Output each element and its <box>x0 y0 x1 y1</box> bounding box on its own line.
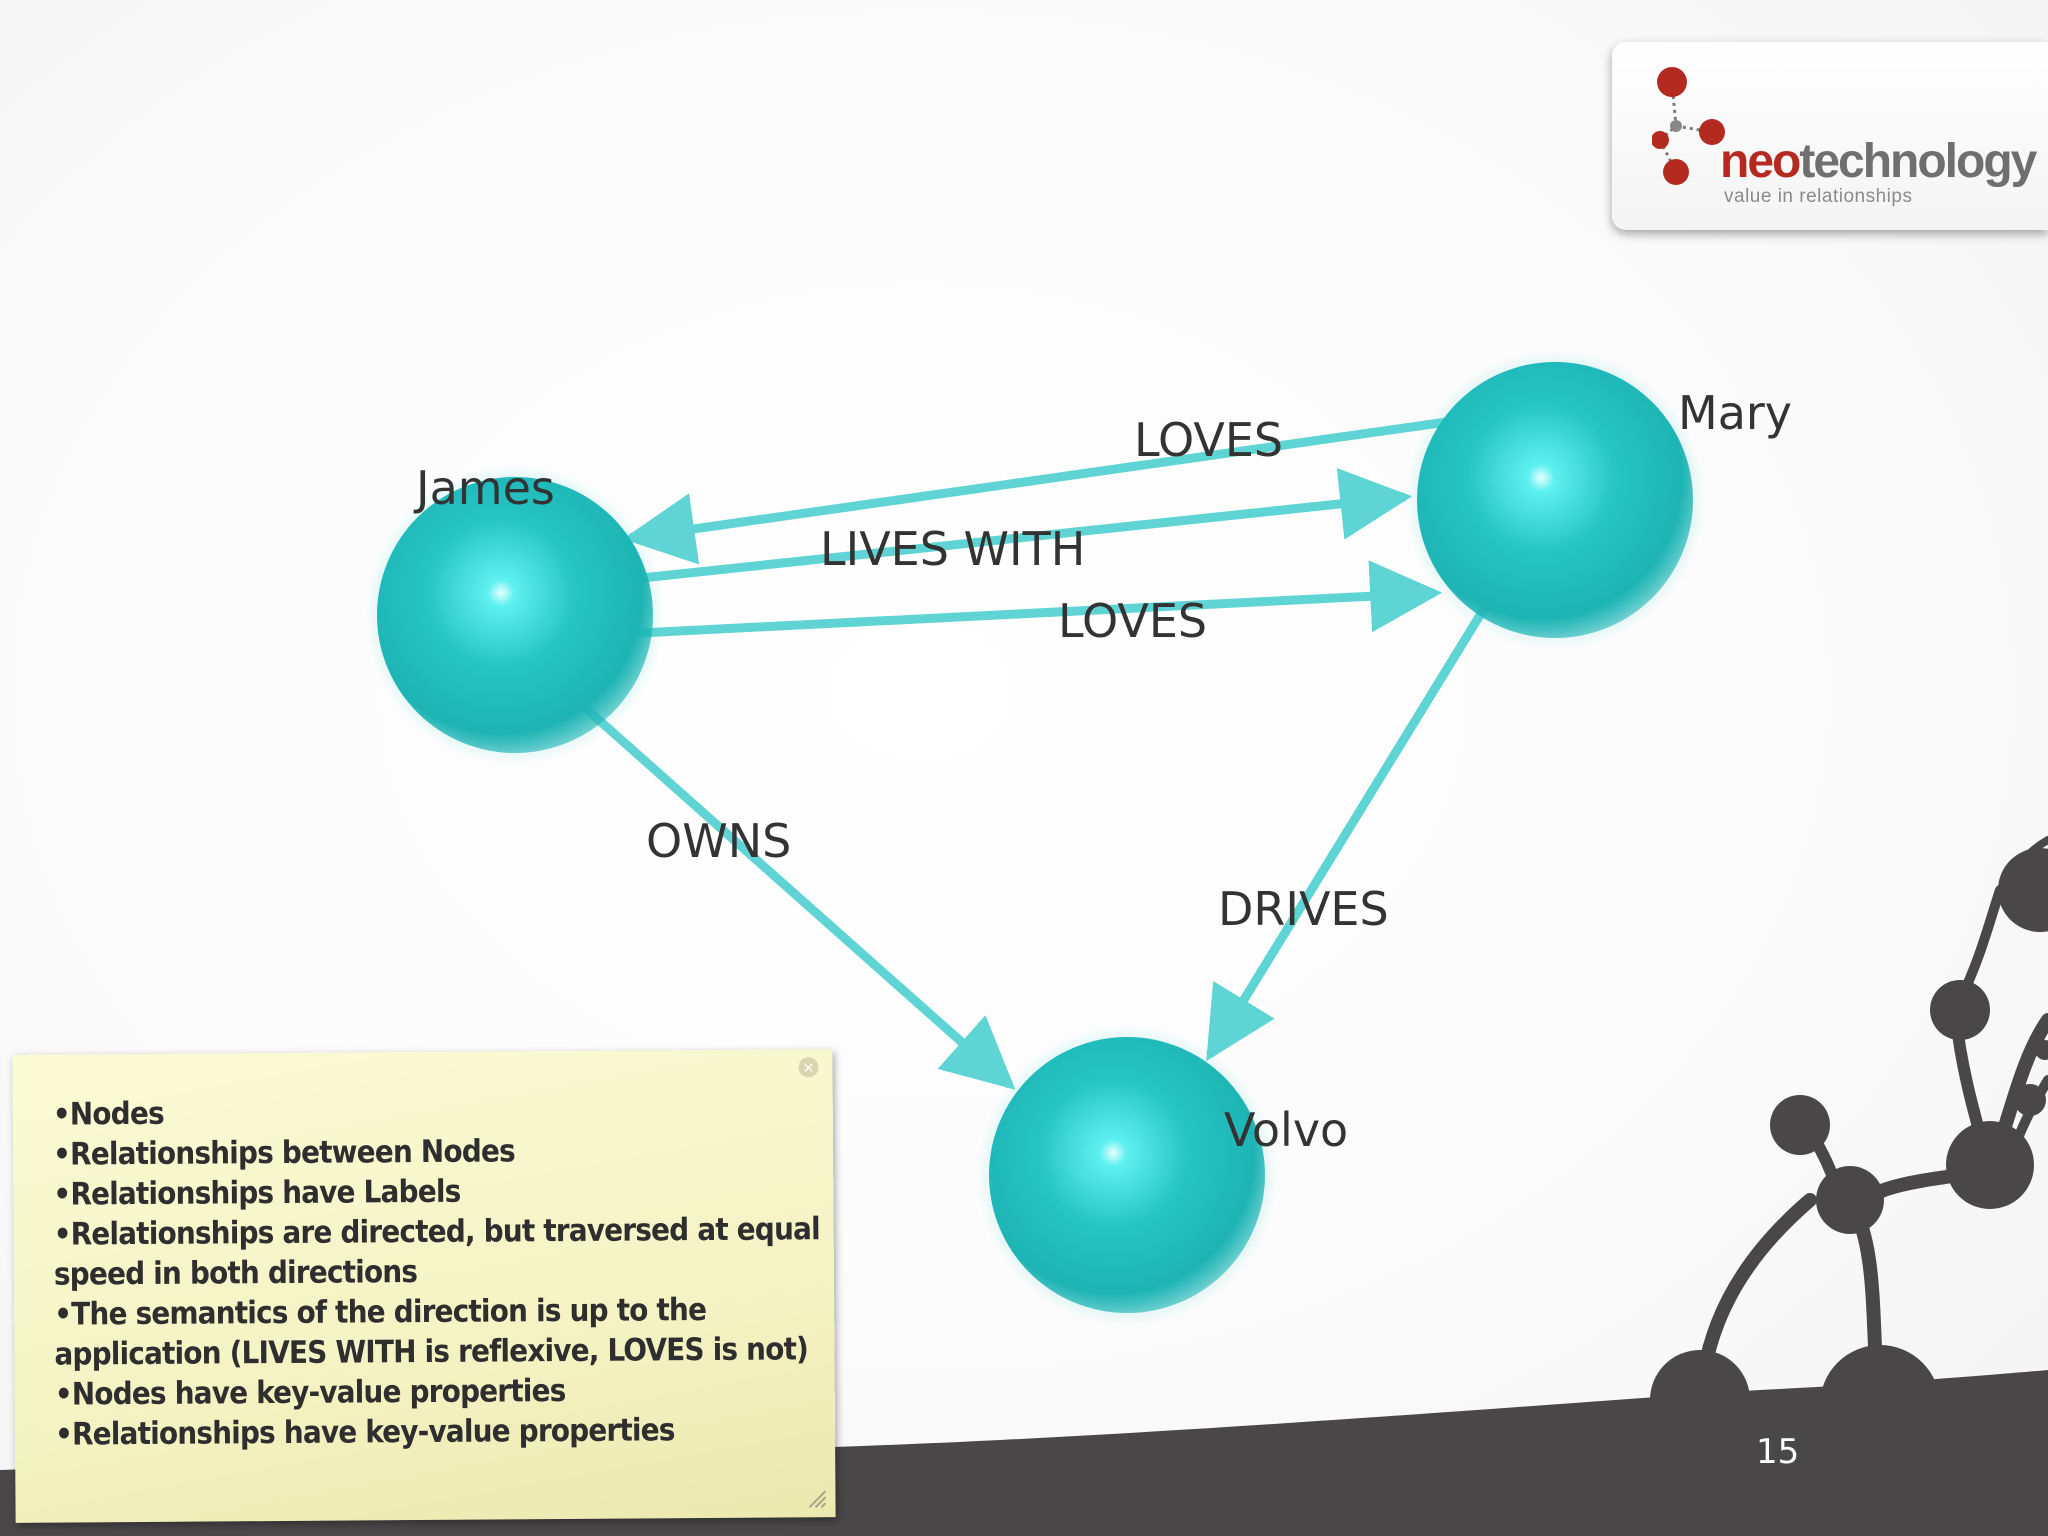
logo-tagline: value in relationships <box>1724 186 1913 207</box>
node-label-volvo: Volvo <box>1224 1103 1349 1157</box>
note-bullet-list: •Nodes •Relationships between Nodes •Rel… <box>53 1089 825 1454</box>
node-label-mary: Mary <box>1678 386 1793 440</box>
note-item: •Relationships between Nodes <box>52 1133 515 1173</box>
note-item: •Relationships have key-value properties <box>54 1412 675 1453</box>
edge-label-owns: OWNS <box>646 814 792 868</box>
node-label-james: James <box>416 461 555 515</box>
close-icon[interactable]: × <box>798 1057 819 1078</box>
edge-label-lives-with: LIVES WITH <box>820 522 1086 576</box>
logo-neo-text: neo <box>1720 135 1801 188</box>
note-item: •Relationships are directed, but travers… <box>53 1211 820 1293</box>
edge-label-drives: DRIVES <box>1218 882 1389 936</box>
edge-drives-mary-to-volvo <box>1206 547 1524 1062</box>
logo-wordmark: neotechnology <box>1720 135 2037 188</box>
logo-molecule-icon <box>1652 67 1725 185</box>
note-item: •Nodes have key-value properties <box>54 1373 566 1413</box>
note-item: •Relationships have Labels <box>53 1173 461 1213</box>
note-item: •Nodes <box>52 1095 164 1133</box>
node-volvo-sphere <box>989 1037 1265 1313</box>
sticky-note: × •Nodes •Relationships between Nodes •R… <box>12 1049 836 1523</box>
edge-label-loves-mary-to-james: LOVES <box>1134 413 1284 467</box>
graph-nodes <box>365 350 1705 1325</box>
note-item: •The semantics of the direction is up to… <box>54 1292 809 1373</box>
graph-edges <box>499 403 1546 1090</box>
molecule-balls <box>1650 848 2048 1465</box>
node-mary-sphere <box>1417 362 1693 638</box>
edge-loves-mary-to-james <box>622 403 1546 565</box>
node-james-sphere <box>377 477 653 753</box>
edge-label-loves-james-to-mary: LOVES <box>1058 594 1208 648</box>
neotechnology-logo: neotechnology value in relationships <box>1612 42 2048 230</box>
logo-technology-text: technology <box>1799 135 2037 188</box>
resize-handle-icon[interactable] <box>805 1487 827 1509</box>
page-number: 15 <box>1756 1432 1800 1472</box>
